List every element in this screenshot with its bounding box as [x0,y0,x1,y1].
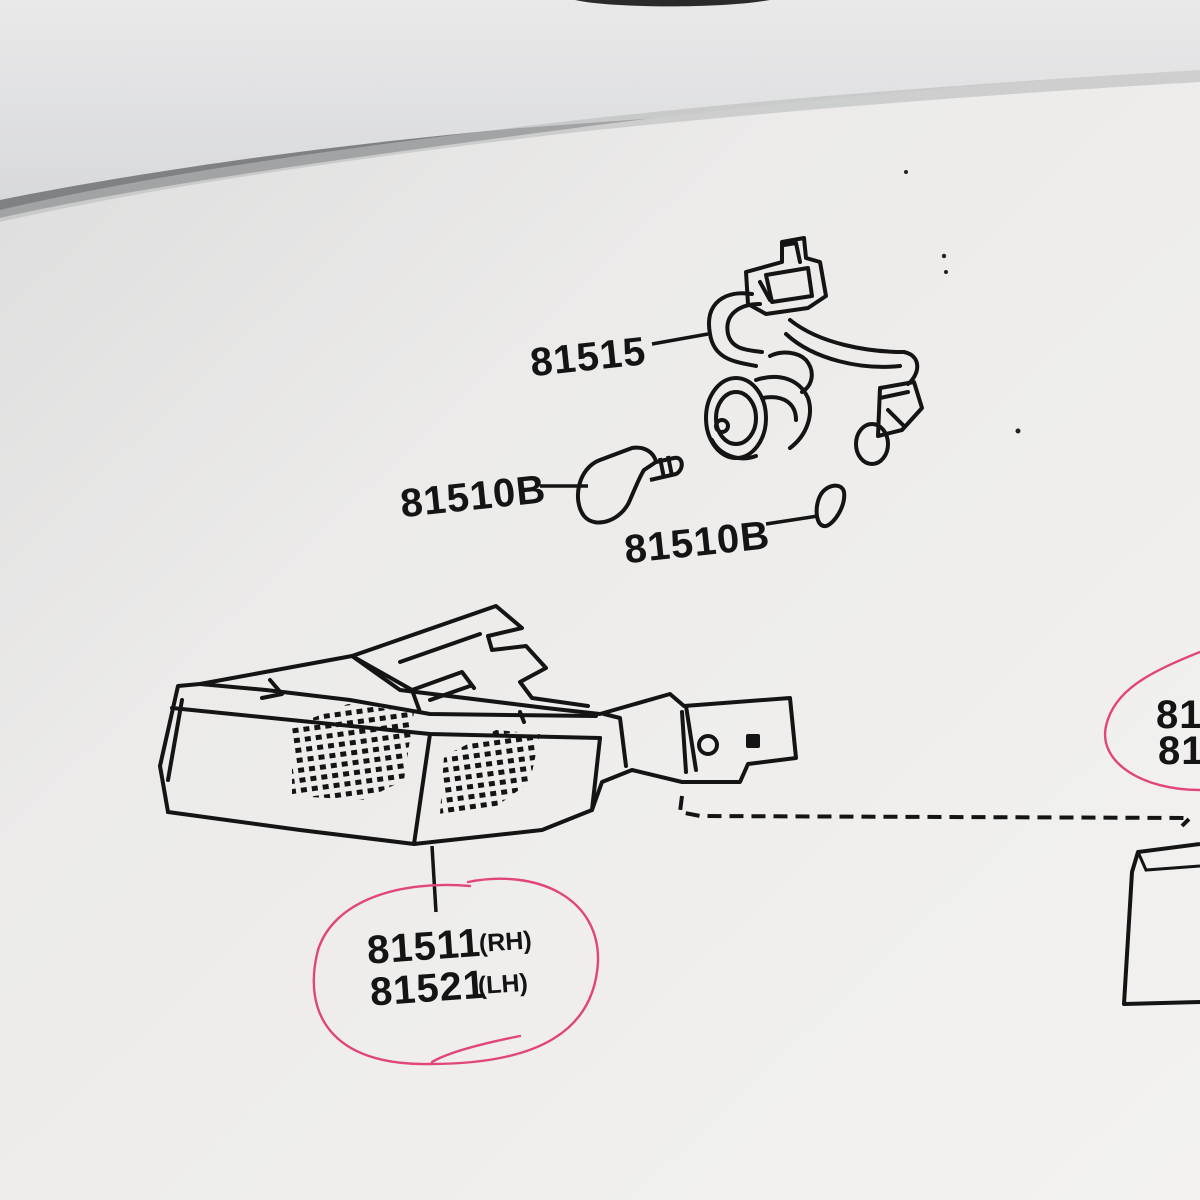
top-sheet [0,0,1200,200]
part-number-lamp-lh: 81521 [369,963,488,1015]
dashed-leader [677,795,1195,828]
edge-part-number-top: 81 [1156,693,1200,737]
marker-circle-lamp-number [312,877,600,1066]
edge-part-inner-line [1136,851,1200,872]
edge-part-drawing [1122,842,1200,1006]
bulb-large-drawing [575,445,684,525]
leader-socket-harness [651,332,709,346]
leader-lamp [430,845,438,913]
paper-specks [904,170,1021,434]
lens-texture-left [292,704,414,800]
side-label-rh: (RH) [478,926,533,958]
edge-part-number-bottom: 81 [1158,729,1200,773]
marker-circle-edge-number [1103,650,1200,792]
side-label-lh: (LH) [477,969,529,1000]
lamp-assembly-drawing [158,604,798,846]
leader-bulb-small [765,514,819,526]
top-sheet-shadow [0,70,1200,222]
top-sheet-print-remnant [575,0,770,7]
lens-texture-right [440,730,540,814]
main-paper-sheet [0,70,1200,1200]
part-number-lamp-rh: 81511 [366,921,483,973]
lamp-part-numbers: 81511 (RH) 81521 (LH) [366,921,533,1015]
socket-wire-harness-drawing [704,236,924,466]
